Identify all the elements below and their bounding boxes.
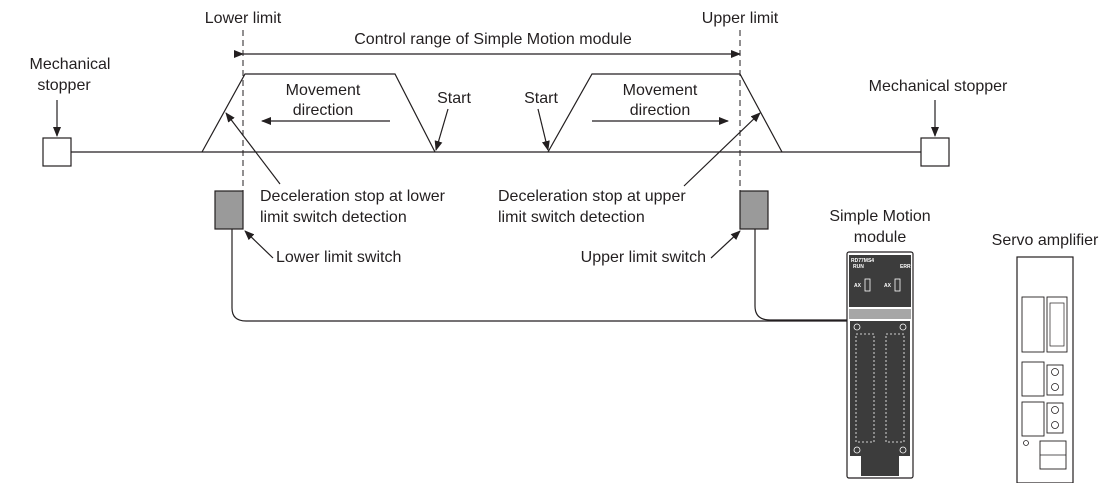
module-run-led: RUN — [853, 264, 864, 270]
module-connector-right — [885, 333, 905, 443]
module-connector-left — [855, 333, 875, 443]
decel-lower-pointer — [225, 112, 281, 185]
lower-switch-pointer — [244, 230, 274, 259]
mech-stopper-left-label-1: Mechanical — [30, 56, 111, 73]
module-ax-right: AX — [884, 283, 892, 289]
decel-lower-label-1: Deceleration stop at lower — [260, 188, 446, 205]
simple-motion-label-1: Simple Motion — [829, 208, 930, 225]
mech-stopper-left-label-2: stopper — [37, 77, 91, 94]
movement-right-label-2: direction — [630, 102, 690, 119]
simple-motion-module: RD77MS4 RUN ERR AX AX — [846, 251, 914, 479]
lower-limit-switch — [214, 190, 244, 230]
start-right-label: Start — [524, 90, 558, 107]
decel-lower-label-2: limit switch detection — [260, 209, 407, 226]
simple-motion-label-2: module — [854, 229, 907, 246]
mechanical-stopper-left — [42, 137, 72, 167]
lower-limit-switch-label: Lower limit switch — [276, 249, 401, 266]
upper-limit-switch-label: Upper limit switch — [581, 249, 706, 266]
movement-right-label-1: Movement — [623, 82, 698, 99]
upper-limit-switch — [739, 190, 769, 230]
servo-amplifier-label: Servo amplifier — [992, 232, 1099, 249]
start-left-pointer — [434, 108, 449, 151]
decel-upper-label-2: limit switch detection — [498, 209, 645, 226]
start-right-pointer — [537, 108, 550, 151]
module-ax-left: AX — [854, 283, 862, 289]
module-model-label: RD77MS4 — [851, 258, 874, 264]
lower-switch-wire — [231, 229, 847, 322]
control-range-label: Control range of Simple Motion module — [354, 31, 632, 48]
module-err-led: ERR — [900, 264, 911, 270]
lower-limit-label: Lower limit — [205, 10, 282, 27]
servo-amplifier — [1016, 256, 1074, 483]
decel-upper-label-1: Deceleration stop at upper — [498, 188, 686, 205]
upper-limit-label: Upper limit — [702, 10, 779, 27]
upper-switch-pointer — [710, 230, 741, 259]
movement-left-label-2: direction — [293, 102, 353, 119]
left-movement-profile — [201, 73, 436, 153]
right-movement-profile — [547, 73, 783, 153]
start-left-label: Start — [437, 90, 471, 107]
mechanical-stopper-right — [920, 137, 950, 167]
upper-switch-wire — [754, 229, 847, 321]
mech-stopper-right-label: Mechanical stopper — [869, 78, 1008, 95]
movement-left-label-1: Movement — [286, 82, 361, 99]
decel-upper-pointer — [683, 112, 761, 187]
